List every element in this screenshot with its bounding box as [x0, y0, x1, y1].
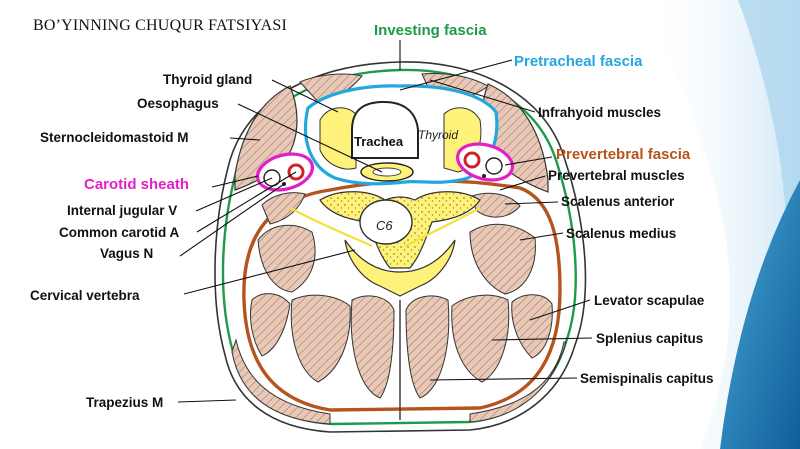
label-oesophagus: Oesophagus — [137, 96, 219, 111]
label-prevertebral-muscles: Prevertebral muscles — [548, 168, 685, 183]
common-carotid-right — [463, 151, 481, 169]
label-investing-fascia: Investing fascia — [374, 22, 487, 39]
label-trapezius: Trapezius M — [86, 395, 164, 410]
splenius-capitus-right — [451, 294, 510, 383]
semispinalis-capitus-right — [405, 295, 450, 399]
vertebra-handwritten-label: C6 — [376, 218, 393, 233]
trapezius-right — [469, 341, 567, 423]
scalenus-medius-left — [257, 224, 316, 293]
internal-jugular-right — [485, 157, 503, 175]
scalenus-anterior-left — [261, 192, 306, 225]
thyroid-handwritten-label: Thyroid — [418, 128, 458, 142]
label-thyroid-gland: Thyroid gland — [163, 72, 253, 87]
trachea-label: Trachea — [354, 134, 404, 149]
oesophagus-lumen — [372, 167, 402, 177]
vagus-right — [482, 174, 486, 178]
label-pretracheal-fascia: Pretracheal fascia — [514, 53, 643, 70]
label-levator-scapulae: Levator scapulae — [594, 293, 705, 308]
vertebral-arch — [344, 239, 456, 297]
slide-accent-mid — [738, 0, 800, 449]
label-splenius-capitus: Splenius capitus — [596, 331, 704, 346]
label-scalenus-anterior: Scalenus anterior — [561, 194, 675, 209]
levator-scapulae-left — [249, 293, 291, 357]
label-infrahyoid-muscles: Infrahyoid muscles — [538, 105, 662, 120]
trachea — [351, 100, 419, 159]
label-prevertebral-fascia: Prevertebral fascia — [556, 146, 691, 163]
semispinalis-capitus-left — [350, 295, 395, 399]
splenius-capitus-left — [290, 294, 351, 383]
slide-accent-dark — [720, 180, 800, 449]
scalenus-anterior-right — [471, 192, 521, 218]
label-carotid-sheath: Carotid sheath — [84, 176, 190, 193]
label-vagus: Vagus N — [100, 246, 154, 261]
label-scalenus-medius: Scalenus medius — [566, 226, 677, 241]
trapezius-left — [231, 338, 331, 425]
slide-title: BO’YINNING CHUQUR FATSIYASI — [33, 17, 288, 34]
label-common-carotid: Common carotid A — [59, 225, 180, 240]
scalenus-medius-right — [469, 223, 536, 295]
label-cervical-vertebra: Cervical vertebra — [30, 288, 140, 303]
prevertebral-fascia-line — [242, 179, 562, 412]
label-semispinalis-capitus: Semispinalis capitus — [580, 371, 714, 386]
label-sternocleidomastoid: Sternocleidomastoid M — [40, 130, 189, 145]
vertebral-centrum — [359, 199, 413, 245]
label-internal-jugular: Internal jugular V — [67, 203, 178, 218]
prevertebral-yellow-line — [289, 207, 481, 248]
leader-lines — [177, 40, 593, 403]
